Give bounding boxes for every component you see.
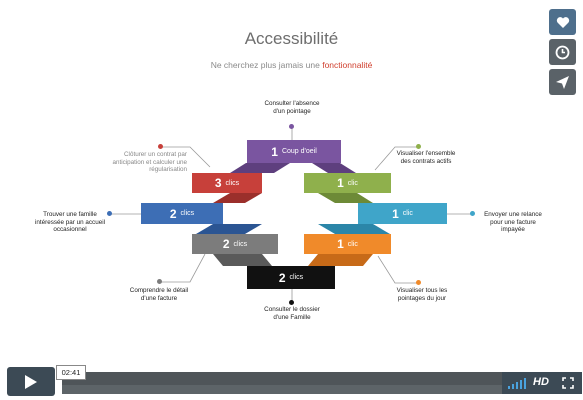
band-right-3: 1 clic [304,234,391,254]
label-right-mid: Envoyer une relance pour une facture imp… [484,211,542,234]
volume-icon[interactable] [508,378,528,390]
band-number: 1 [271,144,278,159]
time-indicator: 02:41 [56,365,86,380]
watch-later-button[interactable] [549,39,576,65]
label-left-bottom: Comprendre le détail d'une facture [129,287,189,302]
band-bottom: 2 clics [247,266,335,289]
fullscreen-icon[interactable] [562,377,574,389]
label-right-top: Visualiser l'ensemble des contrats actif… [396,150,456,165]
heart-icon [556,16,569,28]
like-button[interactable] [549,9,576,35]
hd-button[interactable]: HD [533,376,549,388]
label-left-top: Clôturer un contrat par anticipation et … [112,151,187,174]
dot-left-bottom [157,279,162,284]
label-right-bottom: Visualiser tous les pointages du jour [396,287,448,302]
dot-top [289,124,294,129]
label-left-mid: Trouver une famille intéressée par un ac… [34,211,105,234]
label-top: Consulter l'absence d'un pointage [264,100,320,115]
band-right-1: 1 clic [304,173,391,193]
band-number: 3 [214,176,222,190]
dot-left-mid [107,211,112,216]
band-number: 1 [337,237,344,251]
share-button[interactable] [549,69,576,95]
subtitle-text: Ne cherchez plus jamais une [210,60,323,70]
page-title: Accessibilité [244,29,339,48]
band-number: 1 [337,176,344,190]
dot-bottom [289,300,294,305]
band-top: 1 Coup d'oeil [247,140,341,163]
dot-left-top [158,144,163,149]
band-left-1: 3 clics [192,173,262,193]
page-subtitle: Ne cherchez plus jamais une fonctionnali… [0,60,583,70]
band-unit: clic [402,210,413,217]
dot-right-mid [470,211,475,216]
dot-right-bottom [416,280,421,285]
band-unit: clic [347,240,358,248]
band-number: 1 [392,206,399,221]
dot-right-top [416,144,421,149]
clock-icon [555,45,570,59]
play-icon [25,374,37,389]
band-unit: clics [180,210,195,217]
band-left-2: 2 clics [141,203,223,224]
band-unit: clics [225,179,240,187]
progress-loaded [62,385,502,394]
band-left-3: 2 clics [192,234,278,254]
band-unit: clic [347,179,358,187]
band-unit: Coup d'oeil [281,148,317,155]
band-right-2: 1 clic [358,203,447,224]
band-number: 2 [169,206,177,221]
paper-plane-icon [556,75,569,89]
band-unit: clics [233,240,248,248]
label-bottom: Consulter le dossier d'une Famille [264,306,320,321]
band-number: 2 [278,270,286,285]
band-number: 2 [222,237,230,251]
play-button[interactable] [7,367,55,396]
subtitle-highlight: fonctionnalité [322,60,373,70]
band-unit: clics [289,274,304,281]
